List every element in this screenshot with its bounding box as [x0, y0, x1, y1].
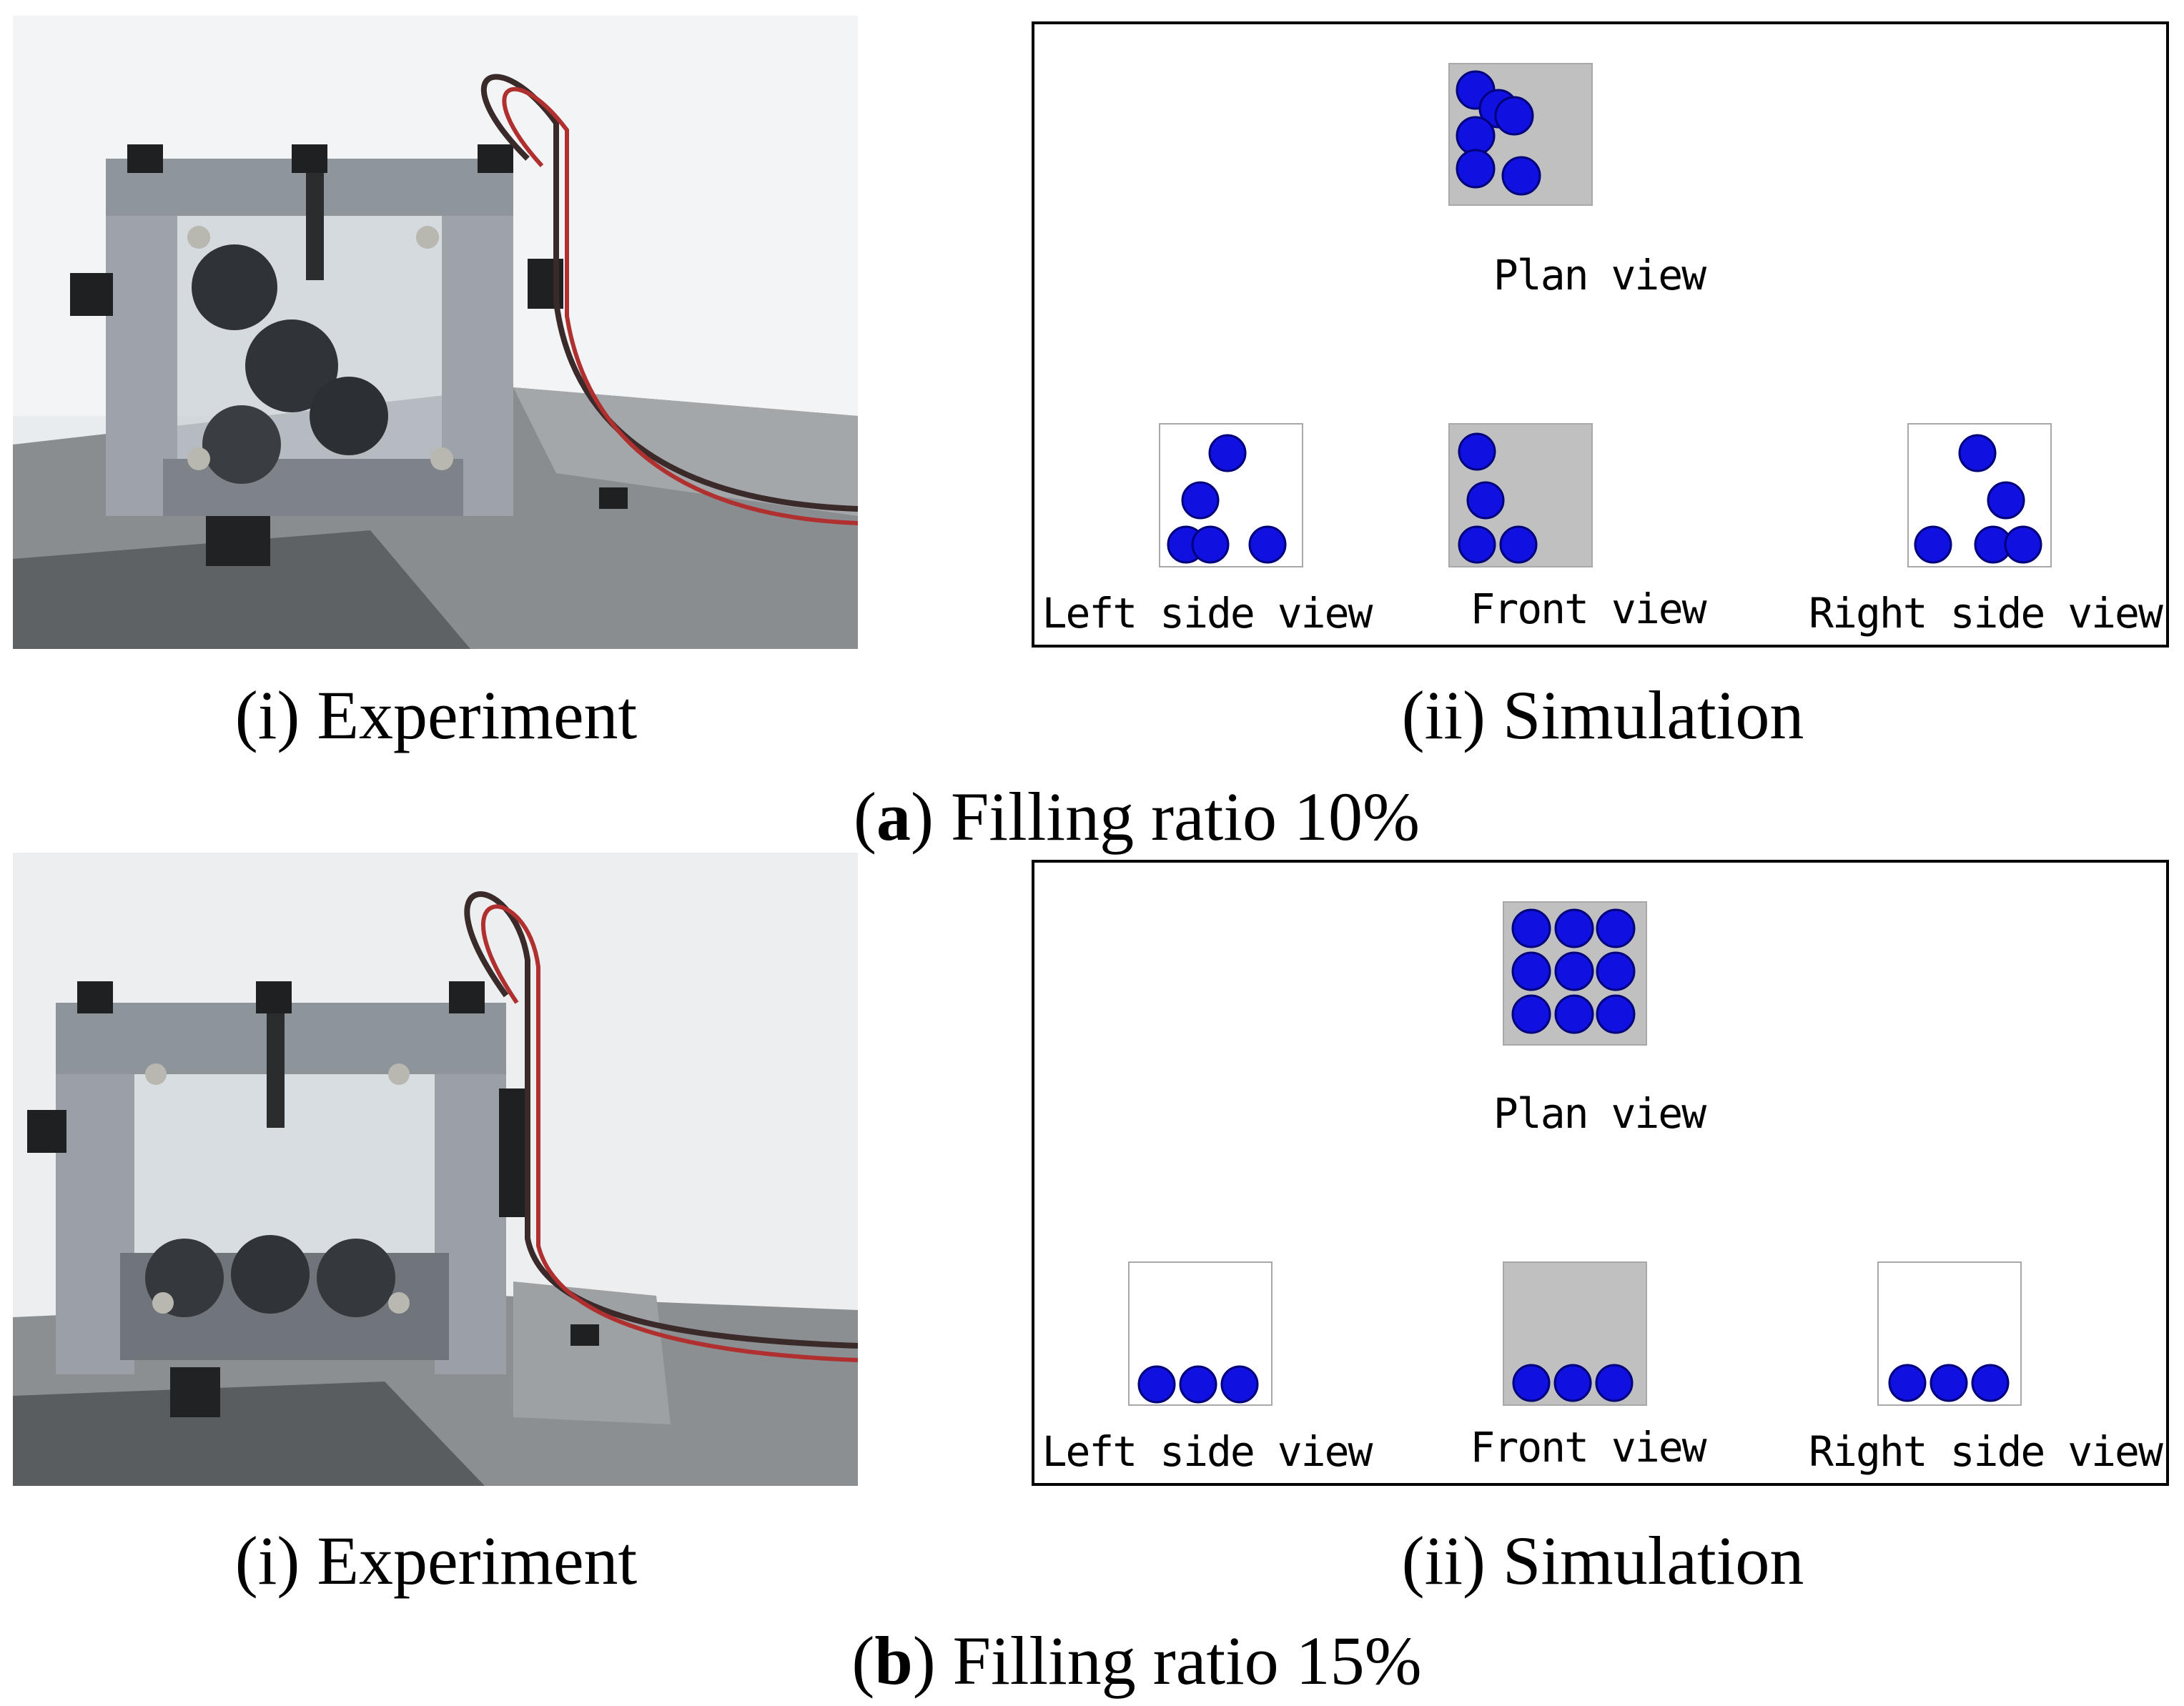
ball — [1191, 525, 1230, 564]
subcaption-simulation-b: (ii) Simulation — [1401, 1522, 1804, 1599]
ball — [1596, 994, 1636, 1034]
front-view-b — [1503, 1261, 1647, 1406]
ball — [1466, 481, 1505, 520]
ball — [1888, 1364, 1927, 1402]
label-front-view-a: Front view — [1470, 585, 1706, 633]
ball — [1914, 525, 1952, 564]
ball — [1554, 994, 1594, 1034]
plan-view-a — [1448, 63, 1593, 206]
ball — [1929, 1364, 1968, 1402]
experiment-photo-b — [13, 853, 858, 1486]
ball — [1501, 156, 1541, 196]
subcaption-experiment-a: (i) Experiment — [234, 677, 638, 753]
ball — [1458, 432, 1496, 471]
panel-caption-text-a: ) Filling ratio 10% — [911, 778, 1420, 855]
experiment-photo-a — [13, 16, 858, 649]
ball — [1554, 908, 1594, 948]
ball — [1456, 116, 1496, 156]
label-left-side-view-b: Left side view — [1042, 1427, 1373, 1476]
panel-caption-a: (a) Filling ratio 10% — [854, 778, 1420, 855]
label-right-side-view-a: Right side view — [1809, 589, 2163, 638]
ball — [1181, 481, 1220, 520]
ball — [1512, 1364, 1551, 1402]
ball — [1137, 1365, 1176, 1404]
ball — [2004, 525, 2042, 564]
ball — [1511, 994, 1551, 1034]
ball — [1456, 149, 1496, 189]
label-right-side-view-b: Right side view — [1809, 1427, 2163, 1476]
right-side-view-a — [1907, 423, 2052, 567]
ball — [1208, 434, 1247, 472]
panel-letter-a: a — [876, 778, 911, 855]
subcaption-experiment-b: (i) Experiment — [234, 1522, 638, 1599]
simulation-panel-a: Plan view Left side view Front vi — [1032, 21, 2169, 648]
ball — [1554, 951, 1594, 991]
right-side-view-b — [1877, 1261, 2022, 1406]
ball — [1553, 1364, 1592, 1402]
left-side-view-a — [1159, 423, 1303, 567]
label-left-side-view-a: Left side view — [1042, 589, 1373, 638]
ball — [1511, 908, 1551, 948]
plan-view-b — [1503, 901, 1647, 1046]
subcaption-simulation-a: (ii) Simulation — [1401, 677, 1804, 753]
panel-letter-b: b — [874, 1622, 913, 1699]
label-plan-view-b: Plan view — [1493, 1089, 1706, 1138]
ball — [1499, 525, 1538, 564]
ball — [1987, 481, 2025, 520]
label-front-view-b: Front view — [1470, 1423, 1706, 1472]
ball — [1179, 1365, 1217, 1404]
ball — [1596, 908, 1636, 948]
front-view-a — [1448, 423, 1593, 567]
ball — [1958, 434, 1997, 472]
ball — [1596, 951, 1636, 991]
ball — [1971, 1364, 2010, 1402]
ball — [1458, 525, 1496, 564]
label-plan-view-a: Plan view — [1493, 251, 1706, 299]
ball — [1511, 951, 1551, 991]
simulation-panel-b: Plan view Left side view Front view — [1032, 860, 2169, 1486]
left-side-view-b — [1128, 1261, 1273, 1406]
ball — [1220, 1365, 1259, 1404]
panel-caption-b: (b) Filling ratio 15% — [851, 1622, 1422, 1699]
ball — [1595, 1364, 1634, 1402]
ball — [1494, 96, 1534, 136]
ball — [1248, 525, 1287, 564]
panel-caption-text-b: ) Filling ratio 15% — [912, 1622, 1422, 1699]
